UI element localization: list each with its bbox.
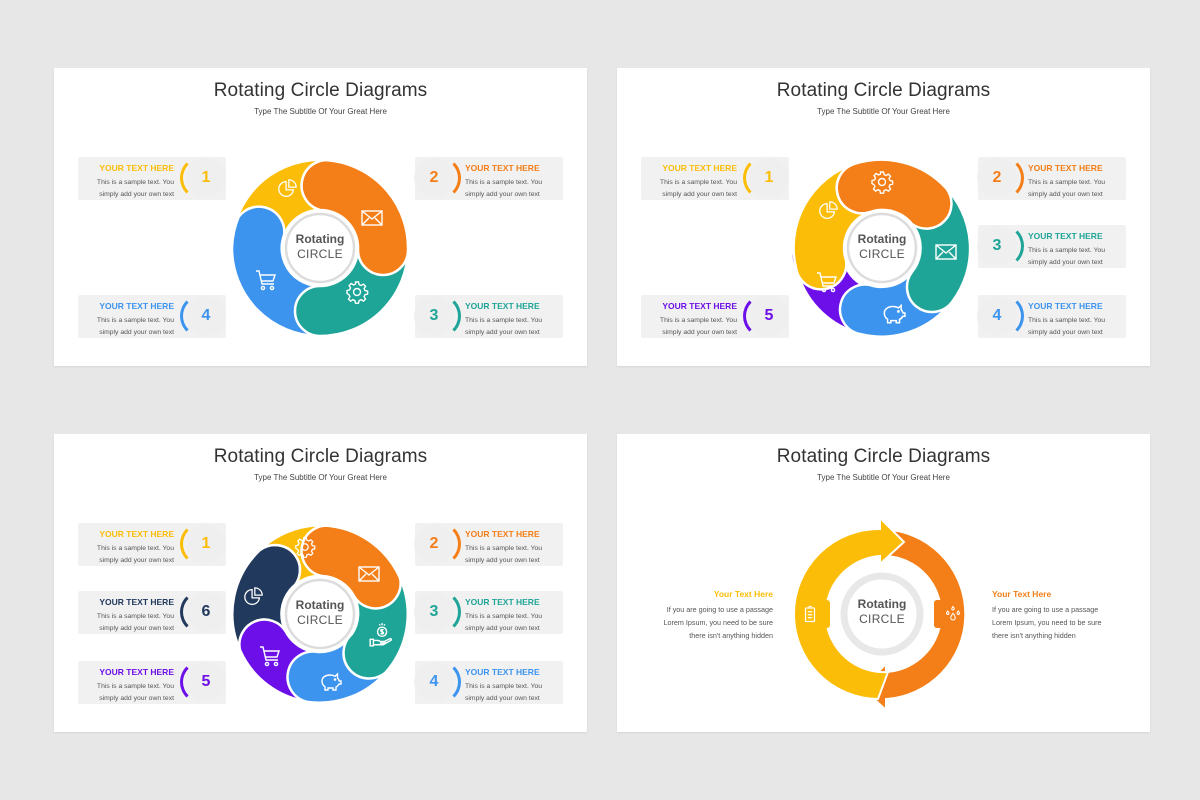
- center-label: Rotating CIRCLE: [857, 232, 907, 261]
- step-number-3: 3: [414, 592, 454, 632]
- arc-decoration: [180, 590, 224, 634]
- step-number-1: 1: [749, 158, 789, 198]
- arc-decoration: [980, 224, 1024, 268]
- step-number-4: 4: [977, 296, 1017, 336]
- step-number-3: 3: [977, 226, 1017, 266]
- arc-decoration: [180, 660, 224, 704]
- arc-decoration: [417, 156, 461, 200]
- slide-2: Rotating Circle Diagrams Type The Subtit…: [617, 68, 1150, 366]
- slide-subtitle: Type The Subtitle Of Your Great Here: [817, 107, 950, 116]
- step-number-5: 5: [186, 662, 226, 702]
- text-block-right: Your Text Here If you are going to use a…: [992, 589, 1102, 640]
- slide-title: Rotating Circle Diagrams: [213, 80, 428, 101]
- arc-decoration: [417, 660, 461, 704]
- arc-decoration: [180, 522, 224, 566]
- arc-decoration: [743, 294, 787, 338]
- rotating-circle-4: [230, 158, 410, 338]
- step-number-5: 5: [749, 296, 789, 336]
- slide-subtitle: Type The Subtitle Of Your Great Here: [254, 107, 387, 116]
- step-number-1: 1: [186, 524, 226, 564]
- arrow-segment-2[interactable]: [860, 528, 967, 713]
- center-label: Rotating CIRCLE: [857, 597, 907, 626]
- slide-title: Rotating Circle Diagrams: [776, 446, 991, 467]
- arrow-segment-1[interactable]: [793, 515, 906, 701]
- step-number-2: 2: [414, 524, 454, 564]
- rotating-circle-5: [790, 158, 972, 338]
- step-number-2: 2: [977, 158, 1017, 198]
- rotating-circle-6: [231, 524, 409, 704]
- arc-decoration: [417, 294, 461, 338]
- rotating-arrows-circle: [793, 515, 967, 713]
- arc-decoration: [980, 156, 1024, 200]
- text-block-left: Your Text Here If you are going to use a…: [663, 589, 773, 640]
- slide-1: Rotating Circle Diagrams Type The Subtit…: [54, 68, 587, 366]
- arc-decoration: [180, 294, 224, 338]
- slide-4: Rotating Circle Diagrams Type The Subtit…: [617, 434, 1150, 732]
- center-label: Rotating CIRCLE: [295, 232, 345, 261]
- center-label: Rotating CIRCLE: [295, 598, 345, 627]
- step-number-2: 2: [414, 158, 454, 198]
- slide-subtitle: Type The Subtitle Of Your Great Here: [254, 473, 387, 482]
- arc-decoration: [980, 294, 1024, 338]
- arc-decoration: [417, 590, 461, 634]
- slide-title: Rotating Circle Diagrams: [776, 80, 991, 101]
- step-number-4: 4: [186, 296, 226, 336]
- arc-decoration: [417, 522, 461, 566]
- slide-3: Rotating Circle Diagrams Type The Subtit…: [54, 434, 587, 732]
- segment-1[interactable]: [232, 158, 335, 237]
- step-number-1: 1: [186, 158, 226, 198]
- slide-title: Rotating Circle Diagrams: [213, 446, 428, 467]
- arc-decoration: [180, 156, 224, 200]
- segment-1[interactable]: [792, 162, 871, 291]
- step-number-4: 4: [414, 662, 454, 702]
- step-number-6: 6: [186, 592, 226, 632]
- arc-decoration: [743, 156, 787, 200]
- slide-subtitle: Type The Subtitle Of Your Great Here: [817, 473, 950, 482]
- step-number-3: 3: [414, 296, 454, 336]
